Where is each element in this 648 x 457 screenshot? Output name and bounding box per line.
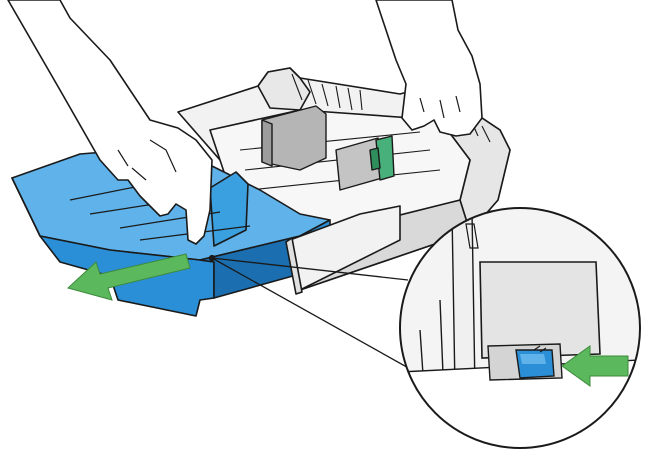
tray-back-wall (257, 67, 311, 111)
extension-side (199, 235, 301, 299)
extension-front (11, 177, 215, 317)
zoom-panel (479, 261, 601, 359)
tray-front-panel (285, 205, 401, 295)
paper-length-guide (261, 105, 327, 171)
right-hand (375, 0, 483, 137)
left-hand (7, 0, 213, 245)
zoom-circle-border (399, 207, 641, 449)
pull-arrow-icon (67, 253, 191, 301)
extension-groove (69, 185, 251, 241)
zoom-detail (400, 208, 640, 448)
paper-width-guide (335, 135, 395, 191)
press-arrow-icon (561, 345, 629, 387)
callout-lines (208, 254, 431, 381)
